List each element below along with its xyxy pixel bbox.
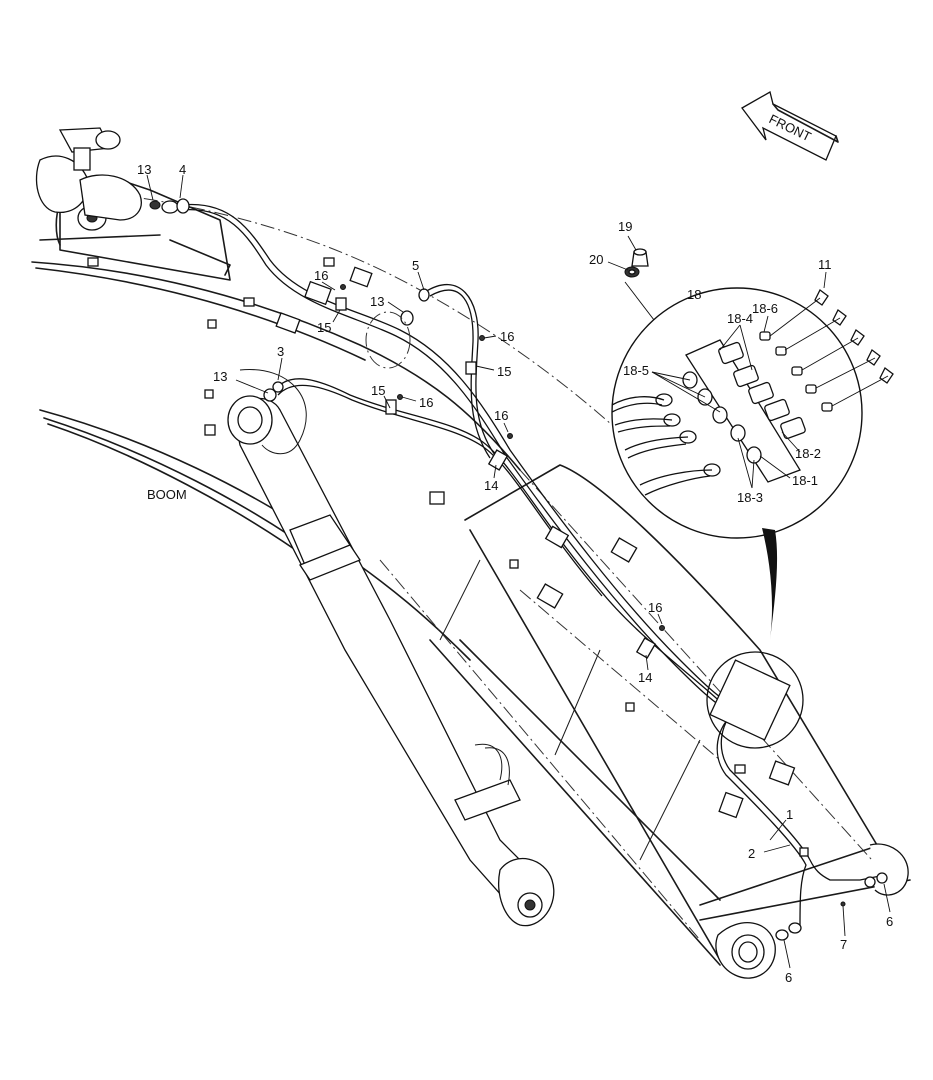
callout-13: 13 bbox=[213, 369, 227, 384]
callout-15: 15 bbox=[371, 383, 385, 398]
callout-7: 7 bbox=[840, 937, 847, 952]
hydraulic-hoses bbox=[181, 203, 881, 933]
callout-2: 2 bbox=[748, 846, 755, 861]
callout-18-5: 18-5 bbox=[623, 363, 649, 378]
callout-1: 1 bbox=[786, 807, 793, 822]
callout-11: 11 bbox=[818, 257, 832, 272]
detail-view-18 bbox=[611, 281, 894, 749]
callout-16: 16 bbox=[648, 600, 662, 615]
boom-top-pivot bbox=[35, 127, 231, 281]
callout-15: 15 bbox=[317, 320, 331, 335]
callout-6: 6 bbox=[886, 914, 893, 929]
callout-14: 14 bbox=[638, 670, 652, 685]
parts-19-20 bbox=[624, 248, 649, 278]
leader-lines bbox=[146, 174, 891, 969]
callout-18-4: 18-4 bbox=[727, 311, 753, 326]
callout-6: 6 bbox=[785, 970, 792, 985]
callout-18-1: 18-1 bbox=[792, 473, 818, 488]
callout-20: 20 bbox=[589, 252, 603, 267]
callout-15: 15 bbox=[497, 364, 511, 379]
callout-3: 3 bbox=[277, 344, 284, 359]
callout-18: 18 bbox=[687, 287, 701, 302]
callout-4: 4 bbox=[179, 162, 186, 177]
callout-13: 13 bbox=[137, 162, 151, 177]
callout-labels: 13 4 16 5 13 15 16 15 3 13 15 16 16 14 1… bbox=[137, 162, 893, 985]
callout-18-3: 18-3 bbox=[737, 490, 763, 505]
front-arrow: FRONT bbox=[741, 91, 839, 161]
callout-18-2: 18-2 bbox=[795, 446, 821, 461]
boom-structure bbox=[31, 194, 911, 979]
callout-5: 5 bbox=[412, 258, 419, 273]
callout-14: 14 bbox=[484, 478, 498, 493]
callout-16: 16 bbox=[419, 395, 433, 410]
callout-13: 13 bbox=[370, 294, 384, 309]
callout-16: 16 bbox=[494, 408, 508, 423]
boom-label: BOOM bbox=[147, 487, 187, 502]
callout-16: 16 bbox=[500, 329, 514, 344]
callout-18-6: 18-6 bbox=[752, 301, 778, 316]
clamps-and-blocks bbox=[87, 198, 888, 941]
callout-16: 16 bbox=[314, 268, 328, 283]
callout-19: 19 bbox=[618, 219, 632, 234]
boom-cylinder bbox=[227, 369, 555, 927]
